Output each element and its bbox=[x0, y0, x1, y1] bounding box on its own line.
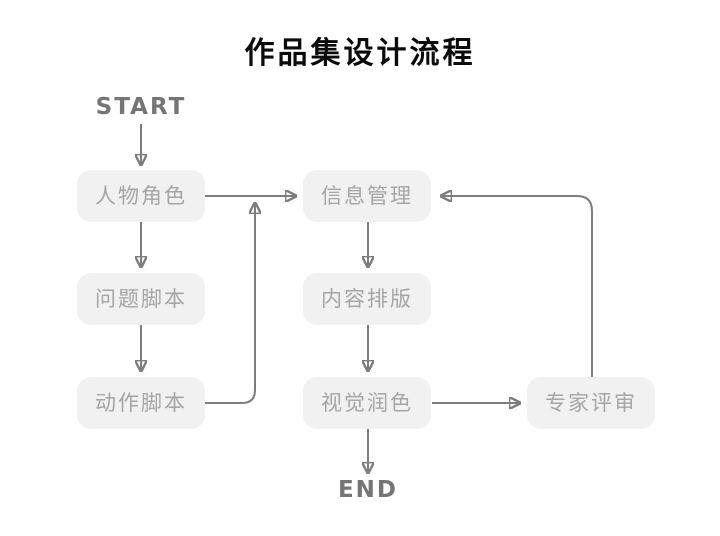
node-info-management: 信息管理 bbox=[303, 170, 431, 222]
node-persona: 人物角色 bbox=[77, 170, 205, 222]
diagram-title: 作品集设计流程 bbox=[244, 36, 476, 71]
node-action-script: 动作脚本 bbox=[77, 377, 205, 429]
node-problem-script: 问题脚本 bbox=[77, 273, 205, 325]
start-label: START bbox=[95, 94, 187, 120]
edge-expert-review-to-info-management bbox=[441, 196, 593, 377]
node-expert-review: 专家评审 bbox=[527, 377, 655, 429]
node-content-layout: 内容排版 bbox=[303, 273, 431, 325]
end-label: END bbox=[337, 477, 399, 503]
node-visual-polish: 视觉润色 bbox=[303, 377, 431, 429]
edge-action-script-to-junction bbox=[205, 203, 255, 404]
